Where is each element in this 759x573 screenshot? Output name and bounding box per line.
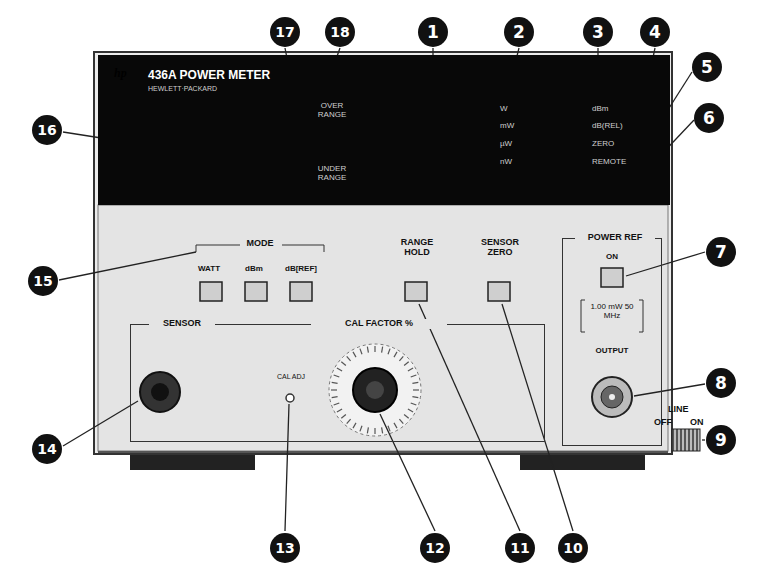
callout-number: 4 (640, 17, 670, 47)
callout-number: 13 (270, 533, 300, 563)
callout-number: 6 (694, 103, 724, 133)
sensor-panel: SENSORCAL FACTOR %CAL ADJ (130, 324, 545, 442)
callout-number: 9 (706, 425, 736, 455)
callout-number: 1 (418, 17, 448, 47)
cal-factor-heading: CAL FACTOR % (311, 319, 447, 329)
callout-number: 2 (504, 17, 534, 47)
cal-adj-label: CAL ADJ (266, 373, 316, 381)
callout-number: 11 (505, 533, 535, 563)
callout-number: 16 (32, 115, 62, 145)
under-range-lamp: UNDER RANGE (308, 165, 356, 183)
power-ref-on-label: ON (593, 253, 631, 262)
reference-value: 1.00 mW 50 MHz (585, 303, 639, 321)
callout-number: 10 (558, 533, 588, 563)
callout-number: 3 (583, 17, 613, 47)
callout-number: 15 (28, 266, 58, 296)
callout-number: 7 (706, 237, 736, 267)
callout-number: 14 (32, 434, 62, 464)
annunciator-remote: REMOTE (592, 158, 626, 167)
callout-number: 17 (270, 17, 300, 47)
panel-label: SENSOR ZERO (476, 238, 524, 258)
callout-number: 5 (692, 52, 722, 82)
mode-group: MODE WATT dBm dB[REF] (190, 238, 330, 284)
output-label: OUTPUT (573, 347, 651, 356)
unit-uw: µW (500, 140, 512, 149)
unit-w: W (500, 105, 508, 114)
dbref-key-label: dB[REF] (280, 265, 322, 274)
power-ref-heading: POWER REF (575, 233, 655, 243)
hp-logo: hp (114, 67, 127, 80)
panel-label: OFF (654, 418, 672, 428)
callout-number: 8 (706, 368, 736, 398)
callout-number: 12 (420, 533, 450, 563)
panel-label: RANGE HOLD (395, 238, 439, 258)
panel-label: LINE (668, 405, 689, 415)
over-range-lamp: OVER RANGE (308, 102, 356, 120)
callout-number: 18 (325, 17, 355, 47)
annunciator-dbrel: dB(REL) (592, 122, 623, 131)
model-title: 436A POWER METER (148, 69, 270, 82)
panel-label: ON (690, 418, 704, 428)
annunciator-zero: ZERO (592, 140, 614, 149)
watt-key-label: WATT (194, 265, 224, 274)
power-ref-panel: POWER REFON1.00 mW 50 MHzOUTPUT (562, 238, 662, 446)
unit-mw: mW (500, 122, 514, 131)
dbm-key-label: dBm (239, 265, 269, 274)
annunciator-dbm: dBm (592, 105, 608, 114)
maker-name: HEWLETT·PACKARD (148, 85, 217, 93)
mode-heading: MODE (240, 239, 280, 249)
unit-nw: nW (500, 158, 512, 167)
sensor-heading: SENSOR (149, 319, 215, 329)
display-window: 436A POWER METER HEWLETT·PACKARD OVER RANG… (98, 55, 670, 205)
